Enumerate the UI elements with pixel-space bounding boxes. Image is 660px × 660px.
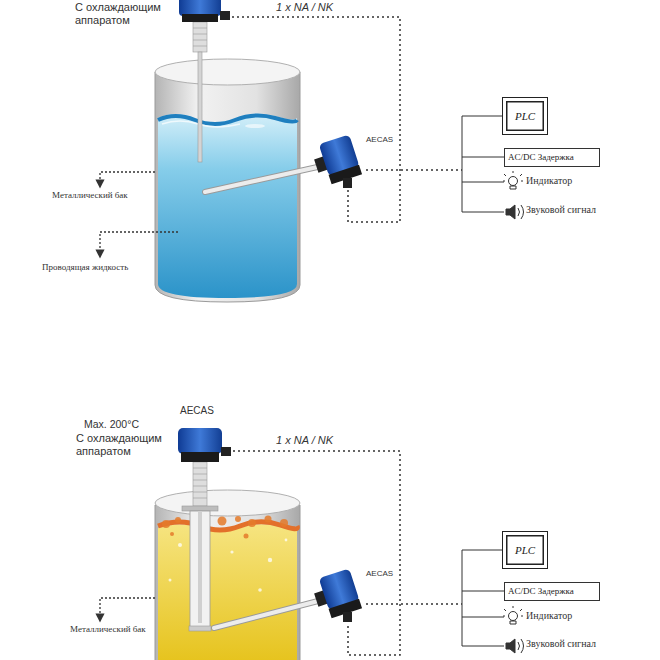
leader-lines [100, 172, 178, 254]
tank-bottom [155, 490, 300, 660]
horn-icon-bottom [506, 639, 524, 653]
tank-top [155, 59, 300, 302]
leader-lines-bottom [100, 598, 155, 618]
output-label: Индикатор [526, 610, 572, 622]
signal-wiring [232, 17, 504, 222]
box-text: AC/DC Задержка [508, 586, 574, 596]
indicator-lamp-icon-bottom [503, 606, 523, 624]
device-box: AC/DC Задержка [504, 582, 600, 601]
box-text: AC/DC Задержка [508, 152, 574, 162]
indicator-lamp-icon [503, 171, 523, 189]
box-text: PLC [515, 544, 535, 557]
signal-wiring-bottom [233, 451, 504, 655]
device-box: PLC [502, 97, 548, 135]
brand-label: AECAS [366, 135, 393, 144]
part-label: Металлический бак [52, 190, 128, 200]
output-label: Индикатор [526, 175, 572, 187]
feature-note: С охлаждающим аппаратом [75, 1, 175, 26]
output-label: Звуковой сигнал [526, 204, 596, 216]
top-probe [179, 0, 230, 162]
brand-label: AECAS [366, 569, 393, 578]
device-box: PLC [502, 531, 548, 569]
side-probe [205, 134, 362, 192]
box-text: PLC [515, 110, 535, 123]
top-probe-cooled [178, 428, 231, 631]
output-label: Звуковой сигнал [526, 638, 596, 650]
device-box: AC/DC Задержка [504, 148, 600, 167]
feature-note: С охлаждающим аппаратом [76, 432, 176, 457]
temperature-note: Max. 200°C [84, 418, 139, 430]
brand-label: AECAS [180, 405, 214, 417]
contact-label: 1 x NA / NK [276, 1, 333, 14]
part-label: Проводящая жидкость [42, 262, 128, 272]
part-label: Металлический бак [70, 624, 146, 634]
side-probe-bottom [214, 568, 362, 628]
contact-label: 1 x NA / NK [276, 434, 333, 447]
horn-icon [506, 205, 524, 219]
